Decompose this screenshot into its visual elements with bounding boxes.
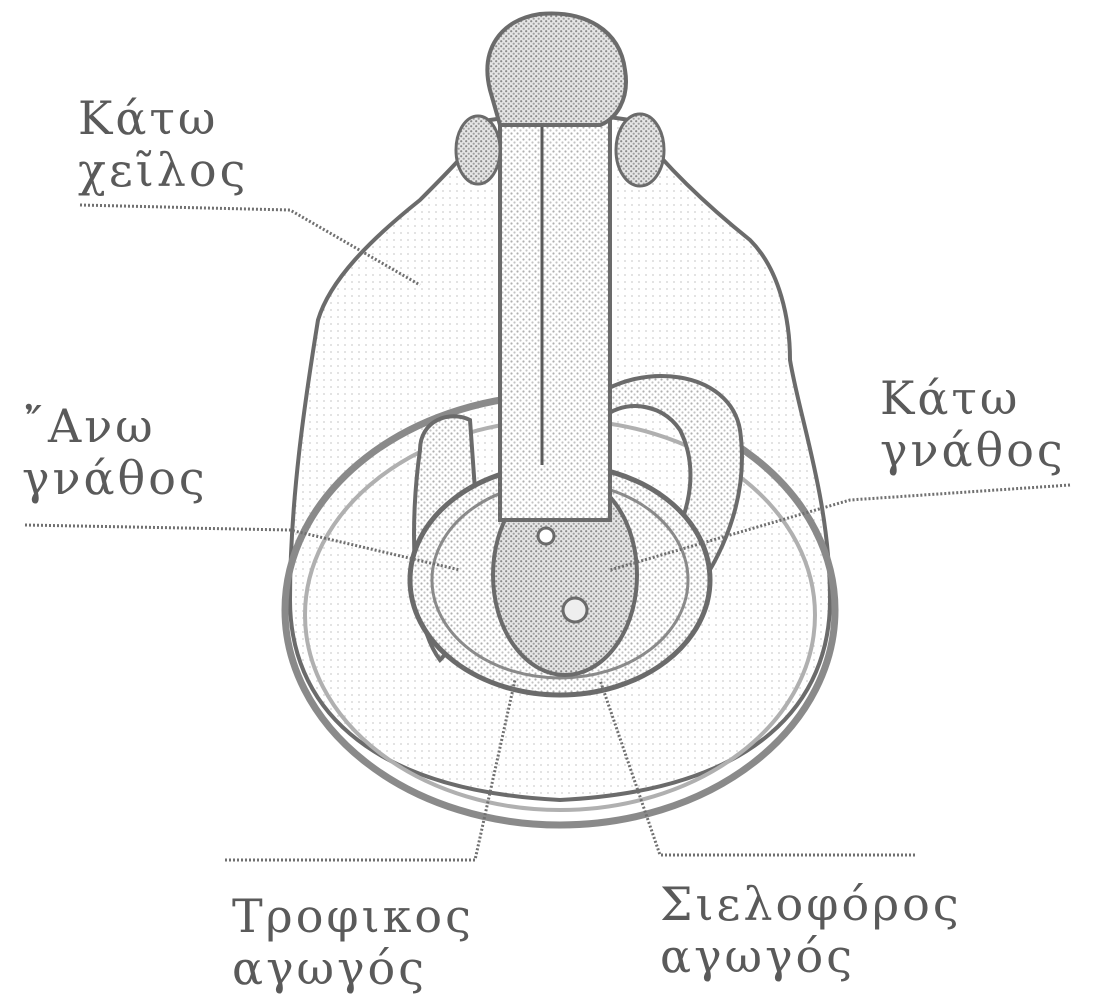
label-lower-jaw-line2: γνάθος (880, 424, 1066, 476)
label-lower-jaw: Κάτω γνάθος (880, 372, 1066, 476)
label-upper-jaw-line2: γνάθος (22, 452, 208, 504)
palp-left (456, 116, 500, 184)
label-lower-lip-line1: Κάτω (78, 92, 248, 144)
label-salivary-duct: Σιελοφόρος αγωγός (660, 878, 962, 982)
label-lower-jaw-line1: Κάτω (880, 372, 1066, 424)
label-lower-lip: Κάτω χεῖλος (78, 92, 248, 196)
label-salivary-duct-line1: Σιελοφόρος (660, 878, 962, 930)
food-duct-opening (538, 528, 554, 544)
label-upper-jaw: ῎Ανω γνάθος (22, 400, 208, 504)
label-upper-jaw-line1: ῎Ανω (22, 400, 208, 452)
ligula-tip (487, 13, 626, 125)
label-food-duct-line2: αγωγός (232, 942, 474, 994)
label-lower-lip-line2: χεῖλος (78, 144, 248, 196)
salivary-duct-opening (563, 598, 587, 622)
label-food-duct-line1: Τροφικος (232, 890, 474, 942)
palp-right (616, 114, 664, 186)
label-salivary-duct-line2: αγωγός (660, 930, 962, 982)
label-food-duct: Τροφικος αγωγός (232, 890, 474, 994)
ligula-stalk (500, 80, 610, 520)
